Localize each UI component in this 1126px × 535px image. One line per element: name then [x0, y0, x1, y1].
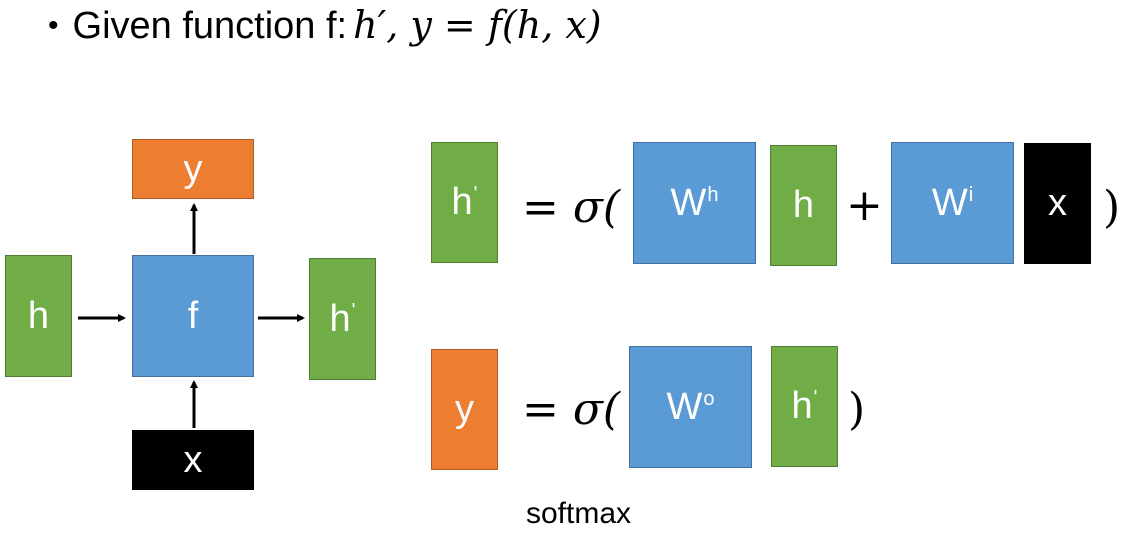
eq2-h-prime-label: h [791, 385, 813, 427]
output-h-prime-box: h' [309, 258, 376, 380]
output-y-box: y [132, 139, 254, 199]
eq2-wo-superscript: o [703, 387, 715, 410]
eq2-close-paren: ) [848, 384, 866, 435]
eq1-wi-superscript: i [968, 183, 974, 206]
eq2-wo-label: W [666, 385, 703, 428]
input-h-label: h [27, 294, 50, 337]
function-f-label: f [187, 294, 199, 337]
slide-title: • Given function f:h′, y = f(h, x) [48, 2, 602, 48]
output-h-prime-label: h [329, 297, 351, 340]
eq2-h-prime-superscript: ' [813, 387, 818, 409]
eq1-h-label: h [792, 184, 815, 226]
eq1-wh-superscript: h [707, 183, 719, 206]
eq2-lhs-y-box: y [431, 349, 498, 470]
function-f-box: f [132, 255, 254, 377]
title-text: Given function f: [72, 5, 348, 47]
eq1-lhs-superscript: ' [473, 183, 478, 205]
eq1-wh-label: W [670, 181, 707, 224]
input-h-box: h [5, 255, 72, 377]
title-formula: h′, y = f(h, x) [353, 3, 602, 47]
eq1-plus: + [846, 180, 883, 231]
eq1-equals-sigma: = σ( [522, 182, 621, 233]
eq2-lhs-label: y [455, 388, 474, 430]
softmax-label: softmax [526, 497, 632, 530]
output-h-prime-superscript: ' [351, 299, 356, 322]
input-x-label: x [183, 438, 203, 481]
eq1-x-label: x [1048, 182, 1067, 224]
eq1-wi-label: W [931, 181, 968, 224]
eq1-close-paren: ) [1103, 182, 1121, 233]
eq2-h-prime-box: h' [771, 346, 838, 467]
output-y-label: y [183, 147, 203, 190]
input-x-box: x [132, 430, 254, 490]
eq1-lhs-label: h [451, 181, 473, 223]
eq1-h-box: h [770, 145, 837, 266]
eq1-x-box: x [1024, 143, 1091, 264]
eq2-equals-sigma: = σ( [522, 384, 621, 435]
bullet-point: • [48, 9, 59, 42]
eq1-lhs-h-prime-box: h' [431, 142, 498, 263]
